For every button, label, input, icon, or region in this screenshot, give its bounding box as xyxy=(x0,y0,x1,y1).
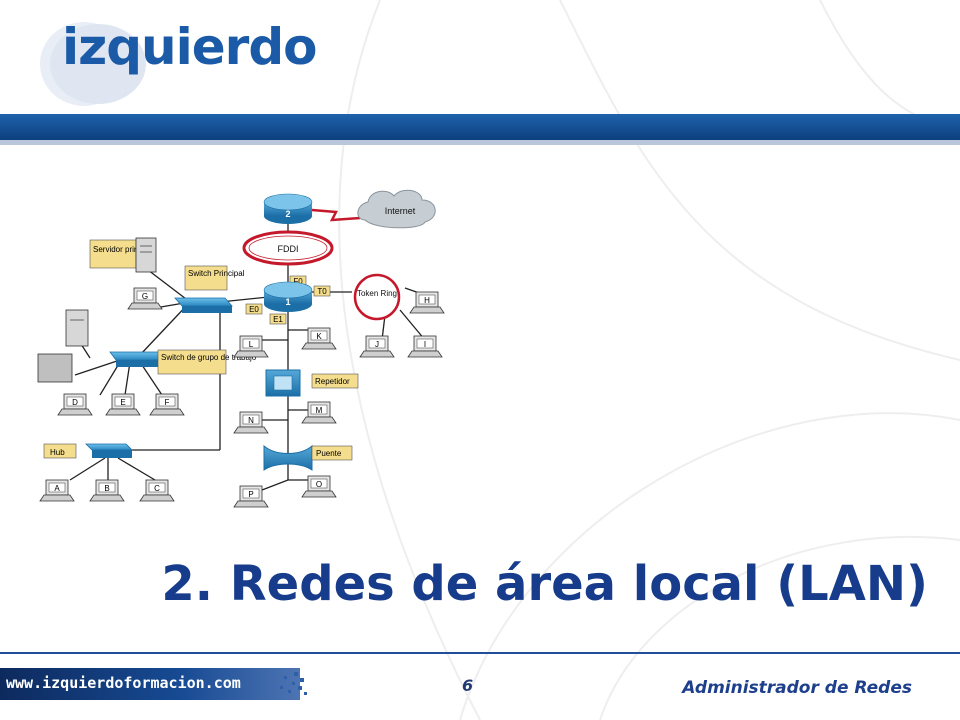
svg-text:E0: E0 xyxy=(249,305,259,314)
host-i: I xyxy=(407,335,443,358)
svg-text:E1: E1 xyxy=(273,315,283,324)
wan-link xyxy=(311,208,361,222)
lan-diagram: 2 Internet FDDI F0 T0 E0 E1 1 T xyxy=(37,189,445,508)
host-a: A xyxy=(39,479,75,502)
svg-text:G: G xyxy=(142,292,148,301)
servidor-principal: Servidor principal xyxy=(89,237,157,273)
host-l: L xyxy=(233,335,269,358)
page-number: 6 xyxy=(462,676,474,695)
internet-cloud: Internet xyxy=(357,189,436,229)
brand-logo xyxy=(26,12,316,112)
host-f: F xyxy=(149,393,185,416)
logo-mark xyxy=(40,22,146,106)
svg-text:L: L xyxy=(249,340,254,349)
switch-grupo-trabajo: Switch de grupo de trabajo xyxy=(109,349,257,375)
repetidor-label: Repetidor xyxy=(315,377,350,386)
host-o: O xyxy=(301,475,337,498)
hub-label: Hub xyxy=(50,448,65,457)
svg-text:P: P xyxy=(248,490,253,499)
logo-text: izquierdo xyxy=(62,18,317,76)
servidor-label: Servidor principal xyxy=(93,245,155,254)
slide-title: 2. Redes de área local (LAN) xyxy=(161,556,928,612)
router-1: 1 xyxy=(263,281,313,312)
puente: Puente xyxy=(263,444,353,471)
port-e0: E0 xyxy=(245,303,263,315)
internet-label: Internet xyxy=(385,206,416,216)
svg-text:Token Ring: Token Ring xyxy=(357,289,397,298)
port-t0: T0 xyxy=(313,285,331,297)
footer-url: www.izquierdoformacion.com xyxy=(6,674,241,692)
footer-url-band xyxy=(0,668,300,700)
token-ring: Token Ring xyxy=(353,273,401,321)
host-k: K xyxy=(301,327,337,350)
footer-course-name: Administrador de Redes xyxy=(682,678,912,698)
svg-text:E: E xyxy=(120,398,125,407)
svg-text:O: O xyxy=(316,480,322,489)
storage-unit xyxy=(37,353,73,383)
host-p: P xyxy=(233,485,269,508)
svg-text:F: F xyxy=(165,398,170,407)
svg-text:J: J xyxy=(375,340,379,349)
host-h: H xyxy=(409,291,445,314)
host-e: E xyxy=(105,393,141,416)
host-j: J xyxy=(359,335,395,358)
hub: Hub xyxy=(43,443,133,459)
host-n: N xyxy=(233,411,269,434)
svg-text:M: M xyxy=(316,406,323,415)
svg-text:I: I xyxy=(424,340,426,349)
header-band-shadow xyxy=(0,140,960,145)
switch-principal-label: Switch Principal xyxy=(188,269,245,278)
header-band xyxy=(0,114,960,140)
host-d: D xyxy=(57,393,93,416)
repetidor: Repetidor xyxy=(265,369,359,397)
svg-text:T0: T0 xyxy=(317,287,327,296)
svg-text:K: K xyxy=(316,332,322,341)
svg-text:F0: F0 xyxy=(293,277,303,286)
svg-text:A: A xyxy=(54,484,60,493)
footer-divider xyxy=(0,652,960,654)
host-b: B xyxy=(89,479,125,502)
router-1-label: 1 xyxy=(285,297,290,307)
svg-text:D: D xyxy=(72,398,78,407)
host-g: G xyxy=(127,287,163,310)
svg-text:B: B xyxy=(104,484,109,493)
svg-text:H: H xyxy=(424,296,430,305)
host-m: M xyxy=(301,401,337,424)
router-2: 2 xyxy=(263,193,313,224)
switch-principal: Switch Principal xyxy=(174,265,245,313)
token-ring-label: Token Ring xyxy=(357,289,397,298)
puente-label: Puente xyxy=(316,449,342,458)
switch-grupo-label: Switch de grupo de trabajo xyxy=(161,353,257,362)
svg-text:C: C xyxy=(154,484,160,493)
port-e1: E1 xyxy=(269,313,287,325)
footer-dots-icon xyxy=(280,672,307,695)
fddi-label: FDDI xyxy=(278,244,299,254)
svg-text:N: N xyxy=(248,416,254,425)
router-2-label: 2 xyxy=(285,209,290,219)
server-tower xyxy=(65,309,89,347)
fddi-ring: FDDI xyxy=(242,230,334,266)
host-c: C xyxy=(139,479,175,502)
